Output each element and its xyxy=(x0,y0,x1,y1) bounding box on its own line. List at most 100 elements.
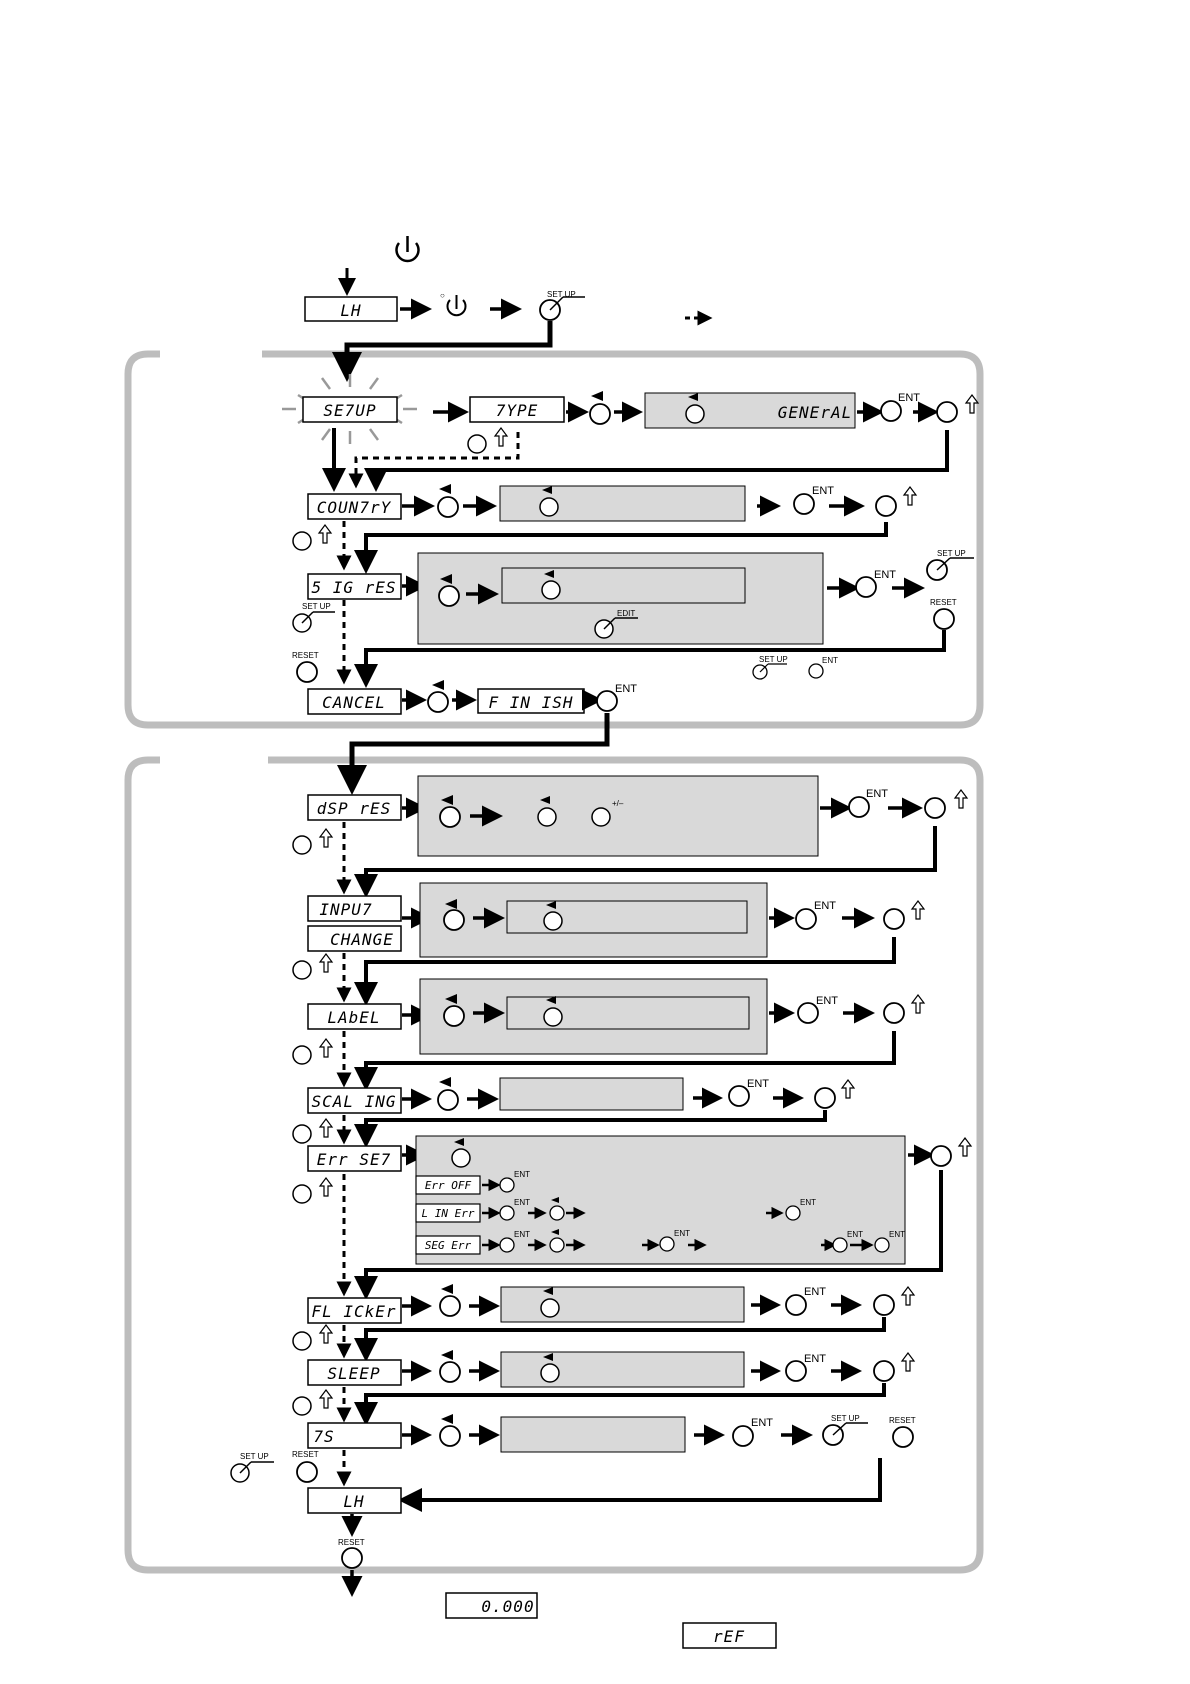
left-key-scaling xyxy=(437,1089,459,1111)
ent-key-label-label: ENT xyxy=(816,995,838,1007)
up-key-input-left xyxy=(292,960,312,980)
display-cancel xyxy=(307,688,402,715)
display-lh-end-text: LH xyxy=(343,1492,364,1511)
up-key-scaling xyxy=(814,1087,836,1109)
ent-key-cancel-hint xyxy=(808,663,824,679)
up-arrow-icon xyxy=(957,1137,973,1157)
left-key-cancel xyxy=(427,691,449,713)
up-key-flicker xyxy=(873,1294,895,1316)
up-arrow-icon xyxy=(318,1038,334,1058)
ent-key-seg-err xyxy=(499,1237,515,1253)
section-frame-advanced xyxy=(124,756,984,1574)
ent-key-err-off-label: ENT xyxy=(514,1170,530,1179)
display-finish-text: F IN ISH xyxy=(488,693,573,712)
left-key-type xyxy=(589,403,611,425)
ent-key-type xyxy=(880,400,902,422)
display-zero-text: 0.000 xyxy=(481,1597,534,1616)
reset-key-ts-left xyxy=(296,1461,318,1483)
display-flicker-text: FL ICkEr xyxy=(311,1302,396,1321)
reset-key-ts-left-label: RESET xyxy=(292,1450,319,1459)
left-key-sig-res xyxy=(438,585,460,607)
ent-key-input-label: ENT xyxy=(814,900,836,912)
display-change-text: CHANGE xyxy=(330,930,394,949)
display-lin-err xyxy=(415,1203,481,1223)
ent-key-ts-label: ENT xyxy=(751,1417,773,1429)
reset-key-ts-label: RESET xyxy=(889,1416,916,1425)
display-change xyxy=(307,925,402,952)
left-key-input-inner xyxy=(543,911,563,931)
display-ts xyxy=(307,1422,402,1449)
reset-key-end xyxy=(341,1547,363,1569)
up-arrow-icon xyxy=(318,1118,334,1138)
reset-key-sig-res-label: RESET xyxy=(930,598,957,607)
ent-key-lin-err-end-label: ENT xyxy=(800,1198,816,1207)
ent-key-sleep-label: ENT xyxy=(804,1353,826,1365)
left-key-flicker xyxy=(439,1295,461,1317)
up-key-err-set-left xyxy=(292,1184,312,1204)
left-key-country xyxy=(437,496,459,518)
setup-key-sig-res-label: SET UP xyxy=(937,549,966,558)
ent-key-scaling xyxy=(728,1085,750,1107)
reset-key-ts xyxy=(892,1426,914,1448)
up-arrow-icon xyxy=(910,994,926,1014)
left-key-seg-err xyxy=(549,1237,565,1253)
display-err-off xyxy=(415,1175,481,1195)
up-arrow-icon xyxy=(318,1177,334,1197)
ent-key-lin-err-end xyxy=(785,1205,801,1221)
display-scaling-text: SCAL ING xyxy=(311,1092,396,1111)
display-label-text: LAbEL xyxy=(327,1008,380,1027)
reset-key-left xyxy=(296,661,318,683)
panel-input-inner xyxy=(506,900,748,934)
reset-key-end-label: RESET xyxy=(338,1538,365,1547)
up-arrow-icon xyxy=(953,789,969,809)
left-key-dsp-res xyxy=(439,806,461,828)
ent-key-flicker-label: ENT xyxy=(804,1286,826,1298)
display-sleep-text: SLEEP xyxy=(327,1364,380,1383)
display-flicker xyxy=(307,1297,402,1324)
ent-key-seg-err-b xyxy=(874,1237,890,1253)
display-lh-top-text: LH xyxy=(340,301,361,320)
ent-key-dsp-res xyxy=(848,796,870,818)
setup-key-ts-label: SET UP xyxy=(831,1414,860,1423)
up-key-err-set xyxy=(930,1145,952,1167)
left-key-err-set xyxy=(451,1148,471,1168)
ent-key-flicker xyxy=(785,1294,807,1316)
display-setup xyxy=(302,396,398,423)
up-arrow-icon xyxy=(900,1286,916,1306)
ent-key-country-label: ENT xyxy=(812,485,834,497)
panel-sleep xyxy=(500,1351,745,1388)
ent-key-dsp-res-label: ENT xyxy=(866,788,888,800)
up-key-setup xyxy=(467,434,487,454)
display-label xyxy=(307,1003,402,1030)
display-dsp-res xyxy=(307,794,402,821)
display-zero xyxy=(445,1592,538,1619)
up-arrow-icon xyxy=(840,1079,856,1099)
up-key-country xyxy=(875,495,897,517)
display-cancel-text: CANCEL xyxy=(322,693,386,712)
left-key-ts xyxy=(439,1425,461,1447)
display-sleep xyxy=(307,1359,402,1386)
ent-key-type-label: ENT xyxy=(898,392,920,404)
setup-key-top-label: SET UP xyxy=(547,290,576,299)
display-general-text: GENErAL xyxy=(778,403,852,422)
power-icon xyxy=(395,236,420,263)
power-small-label: ○ xyxy=(440,291,445,300)
left-key-input xyxy=(443,909,465,931)
display-seg-err xyxy=(415,1235,481,1255)
ent-key-seg-err-b-label: ENT xyxy=(889,1230,905,1239)
display-lin-err-text: L IN Err xyxy=(422,1207,475,1220)
display-ts-text: 7S xyxy=(313,1427,334,1446)
display-err-off-text: Err OFF xyxy=(425,1179,472,1192)
display-ref xyxy=(682,1622,777,1649)
panel-label-inner xyxy=(506,996,750,1030)
setup-key-cancel-hint-label: SET UP xyxy=(759,655,788,664)
up-arrow-icon xyxy=(910,900,926,920)
up-arrow-icon xyxy=(318,953,334,973)
up-arrow-icon xyxy=(318,1389,334,1409)
up-key-label-left xyxy=(292,1045,312,1065)
panel-country xyxy=(499,485,746,522)
display-input xyxy=(307,895,402,922)
left-key-label-inner xyxy=(543,1007,563,1027)
ent-key-finish xyxy=(596,690,618,712)
